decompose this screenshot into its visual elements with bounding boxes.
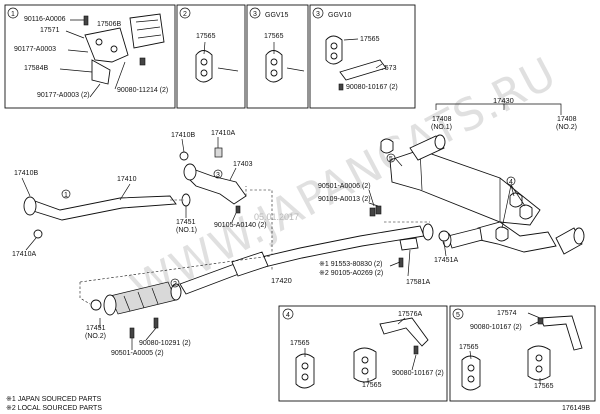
hanger-bracket-part (84, 27, 129, 63)
label-17565-i3a: 17565 (264, 33, 284, 40)
label-90501-A0005: 90501-A0005 (2) (111, 350, 164, 357)
callout-5-muffler: 5 (389, 156, 393, 163)
label-90501-A0006: 90501-A0006 (2) (318, 183, 371, 190)
label-17420: 17420 (271, 276, 292, 285)
rubber-hanger-i4b (353, 347, 377, 383)
label-17565-i4b: 17565 (362, 382, 382, 389)
front-pipe-assembly: 17410B 17410A 17403 17410B 17410 17451 (… (12, 130, 273, 270)
label-17410A-top: 17410A (211, 130, 235, 137)
rubber-hanger-i5a (461, 355, 481, 391)
callout-4-muffler: 4 (509, 179, 513, 186)
label-17403: 17403 (233, 161, 253, 168)
label-17565-i2: 17565 (196, 33, 216, 40)
inset-2: 2 17565 (176, 4, 246, 109)
gasket-17451A (438, 230, 450, 242)
inset-5-number: 5 (456, 312, 460, 319)
nut-17410A-top (214, 147, 223, 158)
footnote-local-sourced: ※2 LOCAL SOURCED PARTS (6, 405, 102, 412)
label-17581A: 17581A (406, 279, 430, 286)
inset-3b: 3 GGV10 17565 17573 90080-10167 (2) (309, 4, 416, 109)
label-90080-10167-i3b: 90080-10167 (2) (346, 84, 398, 91)
label-17506B: 17506B (97, 21, 121, 28)
label-90177-A0003-2: 90177-A0003 (2) (37, 92, 90, 99)
label-17565-i3b: 17565 (360, 36, 380, 43)
label-90080-10167-i5: 90080-10167 (2) (470, 324, 522, 331)
label-91553-80830: ※1 91553-80830 (2) (319, 261, 382, 268)
inset-3b-number: 3 (316, 11, 320, 18)
inset-4: 4 17565 17576A 17565 90080-10167 (2) (278, 305, 448, 402)
inset-1-number: 1 (11, 11, 15, 18)
label-17410A-left: 17410A (12, 251, 36, 258)
inlet-pipe (447, 227, 483, 249)
label-17410: 17410 (117, 176, 137, 183)
label-90080-10167-i4: 90080-10167 (2) (392, 370, 444, 377)
label-90080-11214: 90080-11214 (2) (117, 87, 168, 94)
gasket-17410B-top (179, 151, 189, 161)
label-bracket-17430 (435, 103, 562, 115)
muffler-assembly: 17430 17408 (NO.1) 17408 (NO.2) 5 4 (380, 96, 585, 255)
rubber-hanger-i3b (325, 35, 343, 65)
label-17574: 17574 (497, 310, 517, 317)
front-pipe-17410 (29, 195, 177, 221)
footnote-japan-sourced: ※1 JAPAN SOURCED PARTS (6, 396, 102, 403)
label-17576A: 17576A (398, 311, 422, 318)
label-17408-no2: 17408 (557, 116, 577, 123)
label-17565-i4a: 17565 (290, 340, 310, 347)
label-17451-no2-sub: (NO.2) (85, 333, 106, 340)
inset-3a: 3 GGV15 17565 (246, 4, 309, 109)
label-17451A: 17451A (434, 257, 458, 264)
label-17451-no1: 17451 (176, 219, 196, 226)
label-17408-no1: 17408 (432, 116, 452, 123)
bracket-17574 (539, 315, 583, 351)
label-17573: 17573 (377, 65, 397, 72)
inset-3b-title: GGV10 (328, 12, 351, 19)
center-pipe-assembly: 90501-A0006 (2) 90109-A0013 (2) 17451A ※… (79, 183, 458, 357)
muffler-body (389, 149, 541, 226)
label-90109-A0013: 90109-A0013 (2) (318, 196, 371, 203)
label-17410B-left: 17410B (14, 170, 38, 177)
label-17408-no2-sub: (NO.2) (556, 124, 577, 131)
label-17584B: 17584B (24, 65, 48, 72)
rubber-hanger-i4a (295, 353, 315, 389)
hanger-17581A (399, 237, 419, 251)
label-17565-i5b: 17565 (534, 383, 554, 390)
inset-2-number: 2 (183, 11, 187, 18)
label-90177-A0003: 90177-A0003 (14, 46, 56, 53)
inset-3a-number: 3 (253, 11, 257, 18)
label-90105-A0269: ※2 90105-A0269 (2) (319, 270, 383, 277)
label-17451-no1-sub: (NO.1) (176, 227, 197, 234)
label-90105-A0140: 90105-A0140 (2) (214, 222, 267, 229)
label-17408-no1-sub: (NO.1) (431, 124, 452, 131)
outlet-pipes (477, 221, 557, 253)
bracket-17576A (379, 317, 429, 347)
label-17451-no2: 17451 (86, 325, 106, 332)
inset-1: 1 90116-A0006 17571 17506B 90177-A0003 1… (4, 4, 176, 109)
label-17430: 17430 (493, 96, 514, 105)
rubber-hanger-i3a (265, 50, 283, 83)
support-bracket-i3b (339, 59, 387, 81)
heat-shield-part (129, 13, 165, 49)
inset-3a-title: GGV15 (265, 12, 288, 19)
inset-5: 5 17574 90080-10167 (2) 17565 17565 (449, 305, 596, 402)
label-90116-A0006: 90116-A0006 (24, 16, 66, 23)
rubber-hanger-i2 (195, 50, 213, 83)
diagram-id: 176149B (562, 405, 590, 412)
gasket-17410A-left (33, 229, 43, 239)
rubber-hanger-i5b (527, 345, 551, 381)
label-17410B-top: 17410B (171, 132, 195, 139)
inset-4-number: 4 (286, 312, 290, 319)
label-90080-10291: 90080-10291 (2) (139, 340, 191, 347)
callout-3-manifold: 3 (216, 172, 220, 179)
gasket-17451-no2 (90, 299, 102, 311)
watermark-date: 05.01.2017 (254, 212, 299, 222)
callout-2-center: 2 (173, 281, 177, 288)
callout-1-front: 1 (64, 192, 68, 199)
lower-bracket-part (91, 59, 111, 85)
label-17571: 17571 (40, 27, 60, 34)
label-17565-i5a: 17565 (459, 344, 479, 351)
gasket-17451-no1 (181, 193, 191, 207)
